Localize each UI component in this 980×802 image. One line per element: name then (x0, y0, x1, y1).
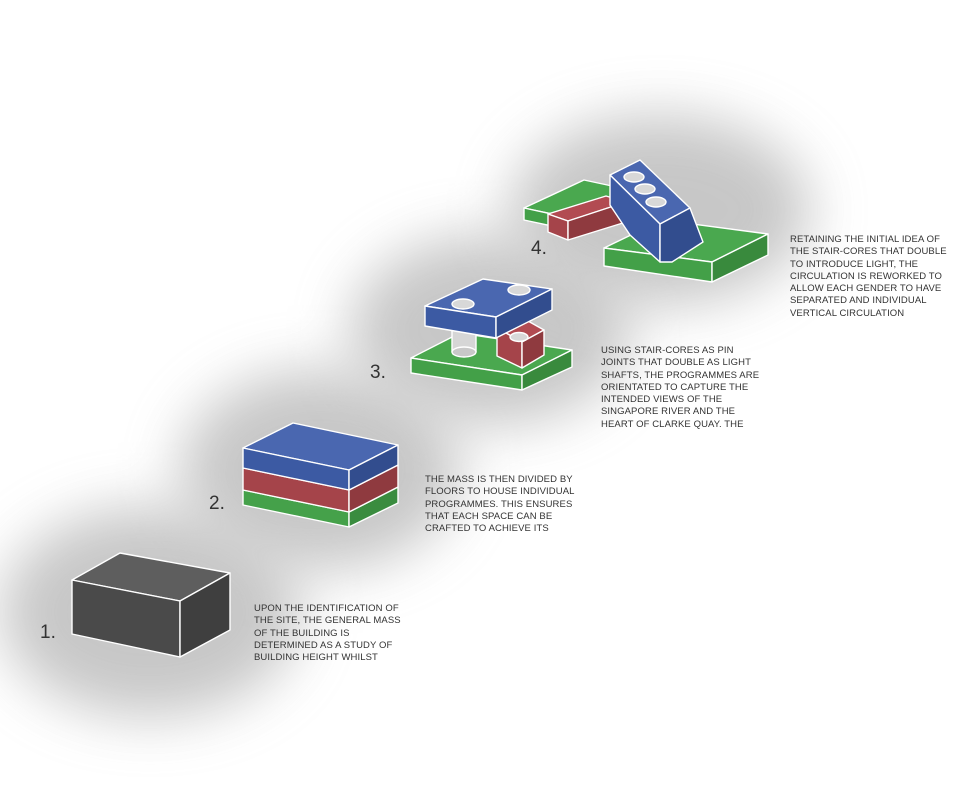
step-2-line: FLOORS TO HOUSE INDIVIDUAL (425, 486, 575, 498)
blue-tower-front (609, 174, 661, 263)
step-1-line: THE SITE, THE GENERAL MASS (254, 615, 401, 627)
step-3-line: SINGAPORE RIVER AND THE (601, 406, 736, 418)
blue-tower-core-1 (623, 171, 645, 183)
step-3-pin-joints (410, 278, 573, 391)
step-1-line: BUILDING HEIGHT WHILST (254, 652, 378, 664)
step-1-line: OF THE BUILDING IS (254, 627, 350, 639)
step-4-line: CIRCULATION IS REWORKED TO (790, 270, 942, 282)
blue-slab-core-1 (451, 298, 475, 310)
step-4-description: RETAINING THE INITIAL IDEA OF THE STAIR-… (790, 234, 947, 320)
step-4-line: THE STAIR-CORES THAT DOUBLE (790, 246, 947, 258)
step-1-line: UPON THE IDENTIFICATION OF (254, 603, 399, 614)
red-block-core (509, 331, 529, 343)
green-slab-side (521, 349, 573, 391)
step-4-line: RETAINING THE INITIAL IDEA OF (790, 234, 940, 245)
stair-core-base (451, 346, 477, 358)
step-3-line: USING STAIR-CORES AS PIN (601, 345, 734, 356)
step-3-line: SHAFTS, THE PROGRAMMES ARE (601, 369, 760, 381)
step-2-line: CRAFTED TO ACHIEVE ITS (425, 523, 549, 535)
step-3-description: USING STAIR-CORES AS PIN JOINTS THAT DOU… (601, 345, 759, 431)
step-3-line: JOINTS THAT DOUBLE AS LIGHT (601, 357, 751, 369)
blue-slab-side (495, 288, 553, 339)
step-4-line: VERTICAL CIRCULATION (790, 307, 905, 319)
step-2-number: 2. (209, 493, 225, 514)
step-3-number: 3. (370, 362, 386, 383)
step-1-line: DETERMINED AS A STUDY OF (254, 639, 393, 651)
blue-tower-side (659, 207, 704, 263)
step-2-line: THAT EACH SPACE CAN BE (425, 510, 553, 522)
step-4-circulation (523, 159, 769, 283)
step-4-line: SEPARATED AND INDIVIDUAL (790, 295, 927, 307)
step-4-line: TO INTRODUCE LIGHT, THE (790, 258, 919, 270)
step-2-line: PROGRAMMES. THIS ENSURES (425, 498, 573, 510)
step-4-line: ALLOW EACH GENDER TO HAVE (790, 283, 942, 295)
step-1-mass (71, 552, 231, 658)
blue-tower-core-3 (645, 196, 667, 208)
blue-floor-side (348, 444, 399, 491)
step-1-number: 1. (40, 622, 56, 643)
step-3-line: HEART OF CLARKE QUAY. THE (601, 418, 744, 430)
step-2-floors (242, 422, 399, 528)
green-front-slab-side (711, 233, 769, 283)
blue-slab-core-2 (507, 284, 531, 296)
blue-tower-core-2 (634, 183, 656, 195)
step-3-line: ORIENTATED TO CAPTURE THE (601, 381, 749, 393)
step-2-line: THE MASS IS THEN DIVIDED BY (425, 474, 573, 485)
step-2-description: THE MASS IS THEN DIVIDED BY FLOORS TO HO… (425, 474, 575, 535)
step-3-line: INTENDED VIEWS OF THE (601, 394, 723, 406)
gray-block-side (179, 572, 231, 658)
step-1-description: UPON THE IDENTIFICATION OF THE SITE, THE… (254, 603, 401, 664)
step-4-number: 4. (531, 238, 547, 259)
